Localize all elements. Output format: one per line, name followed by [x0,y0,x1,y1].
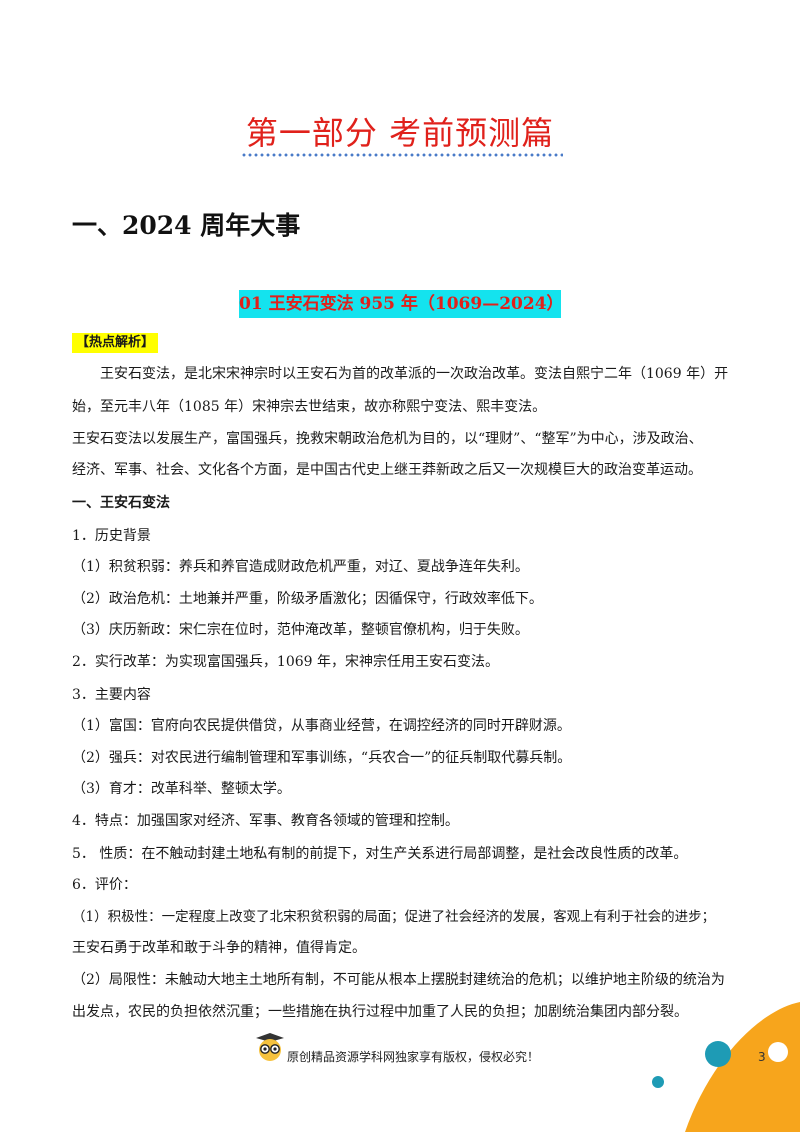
mascot-owl-icon [256,1033,284,1061]
list-item: （2）局限性：未触动大地主土地所有制，不可能从根本上摆脱封建统治的危机；以维护地… [72,972,725,988]
list-item: （3）育才：改革科举、整顿太学。 [72,781,291,797]
teal-dot-large [705,1041,731,1067]
subheading: 一、王安石变法 [72,495,170,511]
paragraph-line: 始，至元丰八年（1085 年）宋神宗去世结束，故亦称熙宁变法、熙丰变法。 [72,399,547,415]
hot-analysis-tag: 【热点解析】 [72,333,159,353]
list-item: （2）政治危机：土地兼并严重，阶级矛盾激化；因循保守，行政效率低下。 [72,591,543,607]
part-title: 第一部分 考前预测篇 [245,114,555,152]
list-item: 3．主要内容 [72,687,151,703]
list-item: 1．历史背景 [72,528,151,544]
paragraph-line: 王安石变法，是北宋宋神宗时以王安石为首的改革派的一次政治改革。变法自熙宁二年（1… [100,366,729,382]
list-item: （1）积贫积弱：养兵和养官造成财政危机严重，对辽、夏战争连年失利。 [72,559,529,575]
paragraph-line: 经济、军事、社会、文化各个方面，是中国古代史上继王莽新政之后又一次规模巨大的政治… [72,462,702,478]
list-item: （2）强兵：对农民进行编制管理和军事训练，“兵农合一”的征兵制取代募兵制。 [72,750,572,766]
list-item: 5． 性质：在不触动封建土地私有制的前提下，对生产关系进行局部调整，是社会改良性… [72,846,688,862]
section-title: 一、2024 周年大事 [72,211,301,240]
corner-decoration [652,1002,800,1132]
list-item: （1）积极性：一定程度上改变了北宋积贫积弱的局面；促进了社会经济的发展，客观上有… [72,909,716,925]
list-item: （3）庆历新政：宋仁宗在位时，范仲淹改革，整顿官僚机构，归于失败。 [72,622,529,638]
topic-title: 01 王安石变法 955 年（1069—2024） [239,290,564,318]
list-item: （1）富国：官府向农民提供借贷，从事商业经营，在调控经济的同时开辟财源。 [72,718,571,734]
list-item: 6．评价： [72,877,137,893]
copyright-notice: 原创精品资源学科网独家享有版权，侵权必究！ [287,1050,540,1064]
page-number: 3 [758,1050,766,1064]
list-item: 出发点，农民的负担依然沉重；一些措施在执行过程中加重了人民的负担；加剧统治集团内… [72,1004,688,1020]
list-item: 王安石勇于改革和敢于斗争的精神，值得肯定。 [72,940,366,956]
paragraph-line: 王安石变法以发展生产，富国强兵，挽救宋朝政治危机为目的，以“理财”、“整军”为中… [72,431,703,447]
dotted-divider [241,153,563,157]
list-item: 4．特点：加强国家对经济、军事、教育各领域的管理和控制。 [72,813,459,829]
list-item: 2．实行改革：为实现富国强兵，1069 年，宋神宗任用王安石变法。 [72,654,499,670]
orange-corner-shape [685,1002,800,1132]
teal-dot-small [652,1076,664,1088]
white-dot [768,1042,788,1062]
